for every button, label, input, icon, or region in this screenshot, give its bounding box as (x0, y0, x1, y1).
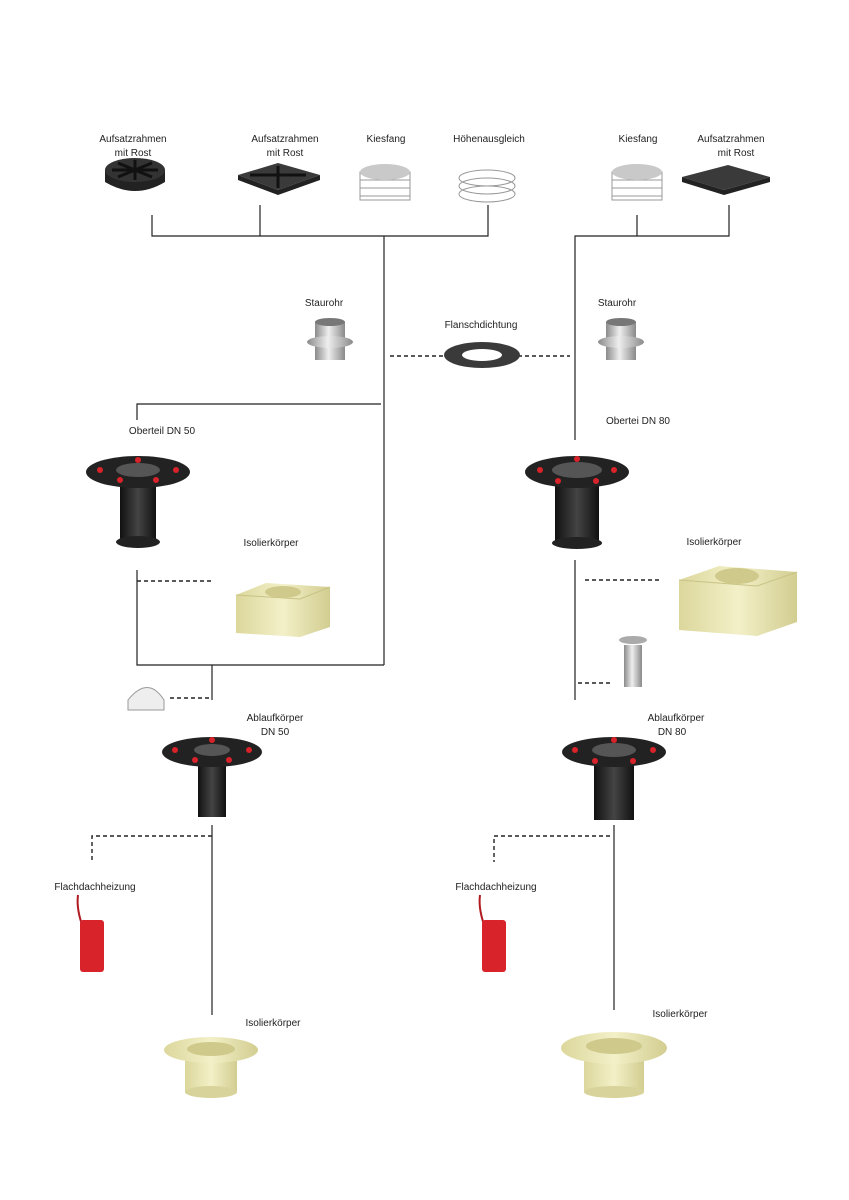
label: Flanschdichtung (445, 320, 518, 331)
round-grate-icon (105, 158, 165, 191)
flange-gasket-icon (444, 342, 520, 368)
drain-body-dn80-icon (562, 737, 666, 820)
label: Flachdachheizung (455, 882, 536, 893)
insulation-collar-icon (164, 1037, 258, 1098)
label: DN 50 (261, 727, 290, 738)
insulation-block-icon (235, 583, 331, 637)
height-adjuster-icon (458, 169, 516, 203)
gravel-guard-icon (359, 164, 411, 201)
labels: Aufsatzrahmen mit Rost Aufsatzrahmen mit… (54, 134, 764, 1029)
drain-body-dn50-icon (162, 737, 262, 817)
standpipe-icon (598, 318, 644, 360)
leaf-guard-icon (127, 687, 165, 711)
label: Staurohr (305, 298, 344, 309)
label: Kiesfang (619, 134, 658, 145)
connector-lines (91, 205, 730, 1015)
square-grate-icon (682, 165, 770, 195)
insulation-block-icon (678, 566, 798, 636)
label: mit Rost (115, 148, 152, 159)
label: mit Rost (718, 148, 755, 159)
label: Aufsatzrahmen (99, 134, 166, 145)
upper-part-dn80-icon (525, 456, 629, 549)
label: Isolierkörper (652, 1009, 708, 1020)
roof-heater-icon (478, 894, 506, 972)
label: Staurohr (598, 298, 637, 309)
square-grate-icon (238, 163, 320, 195)
label: Isolierkörper (243, 538, 299, 549)
label: Flachdachheizung (54, 882, 135, 893)
label: mit Rost (267, 148, 304, 159)
label: Kiesfang (367, 134, 406, 145)
upper-part-dn50-icon (86, 456, 190, 548)
roof-heater-icon (76, 894, 104, 972)
standpipe-icon (307, 318, 353, 360)
insulation-collar-icon (561, 1032, 667, 1098)
label: Isolierkörper (686, 537, 742, 548)
emergency-overflow-icon (619, 636, 647, 687)
label: Oberteil DN 50 (129, 426, 196, 437)
label: Aufsatzrahmen (697, 134, 764, 145)
label: Obertei DN 80 (606, 416, 670, 427)
label: DN 80 (658, 727, 687, 738)
label: Ablaufkörper (247, 713, 304, 724)
label: Ablaufkörper (648, 713, 705, 724)
label: Isolierkörper (245, 1018, 301, 1029)
gravel-guard-icon (611, 164, 663, 201)
label: Aufsatzrahmen (251, 134, 318, 145)
label: Höhenausgleich (453, 134, 525, 145)
